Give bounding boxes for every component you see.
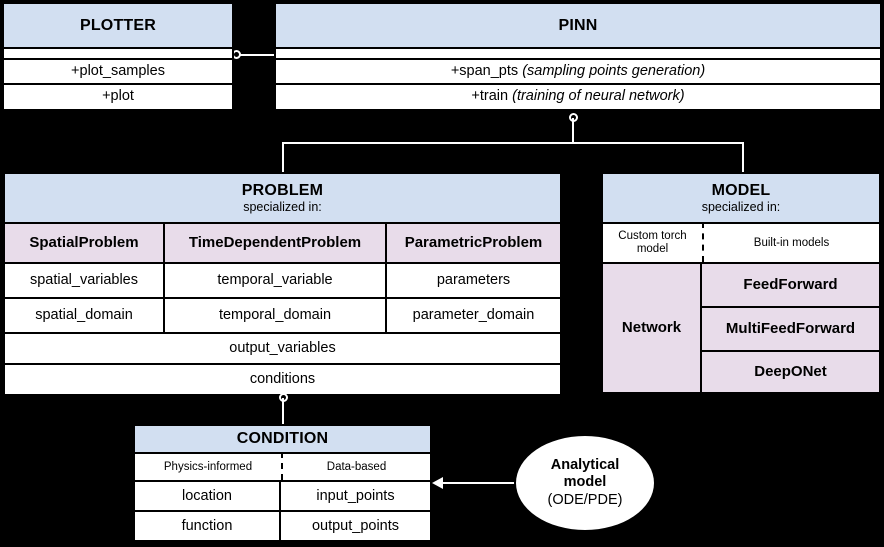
condition-title: CONDITION <box>236 430 329 448</box>
plotter-method-1[interactable]: +plot <box>4 83 232 108</box>
pinn-method-0-name: +span_pts <box>450 63 519 80</box>
plotter-spacer-row <box>4 47 232 58</box>
class-box-problem[interactable]: PROBLEM specialized in: SpatialProblem T… <box>3 172 562 394</box>
model-entry-feedforward[interactable]: FeedForward <box>702 262 879 306</box>
condition-category-physics: Physics-informed <box>135 452 281 480</box>
connector-bracket-to-model-vline <box>742 142 744 174</box>
connector-pinn-branch-vline <box>572 118 574 144</box>
model-category-builtin: Built-in models <box>702 222 879 262</box>
condition-row-0-location: location <box>135 480 281 510</box>
pinn-method-0[interactable]: +span_pts (sampling points generation) <box>276 58 880 83</box>
problem-subclass-spatial[interactable]: SpatialProblem <box>5 222 165 262</box>
problem-attr-1-1: temporal_domain <box>165 297 387 332</box>
analytical-model-ellipse[interactable]: Analytical model (ODE/PDE) <box>514 434 656 532</box>
problem-shared-output-variables: output_variables <box>5 332 560 363</box>
model-subtitle: specialized in: <box>701 199 781 214</box>
class-box-plotter[interactable]: PLOTTER +plot_samples +plot <box>2 2 234 111</box>
condition-category-data: Data-based <box>281 452 430 480</box>
plotter-title: PLOTTER <box>79 16 157 34</box>
connector-problem-condition-vline <box>282 398 284 425</box>
condition-row-1-output-points: output_points <box>281 510 430 540</box>
condition-row-1-function: function <box>135 510 281 540</box>
problem-title: PROBLEM <box>241 182 324 200</box>
model-builtin-list: FeedForward MultiFeedForward DeepONet <box>702 262 879 392</box>
condition-header: CONDITION <box>135 426 430 452</box>
problem-attr-0-2: parameters <box>387 262 560 297</box>
analytical-model-line1: Analytical <box>550 457 620 474</box>
pinn-title: PINN <box>558 16 598 34</box>
class-box-condition[interactable]: CONDITION Physics-informed Data-based lo… <box>133 424 432 542</box>
problem-attr-0-1: temporal_variable <box>165 262 387 297</box>
problem-shared-conditions: conditions <box>5 363 560 394</box>
plotter-method-0[interactable]: +plot_samples <box>4 58 232 83</box>
problem-subtitle: specialized in: <box>243 199 322 214</box>
plotter-header: PLOTTER <box>4 4 232 47</box>
class-box-model[interactable]: MODEL specialized in: Custom torch model… <box>601 172 881 394</box>
connector-plotter-pinn-line <box>234 54 276 56</box>
class-box-pinn[interactable]: PINN +span_pts (sampling points generati… <box>274 2 882 111</box>
analytical-model-line2: model <box>563 474 607 491</box>
problem-attr-1-2: parameter_domain <box>387 297 560 332</box>
pinn-header: PINN <box>276 4 880 47</box>
connector-bracket-to-problem-vline <box>282 142 284 174</box>
pinn-method-1[interactable]: +train (training of neural network) <box>276 83 880 108</box>
model-category-custom: Custom torch model <box>603 222 702 262</box>
connector-pinn-bracket-hline <box>282 142 744 144</box>
analytical-model-line3: (ODE/PDE) <box>547 491 623 508</box>
connector-analytical-condition-arrowhead <box>432 477 443 489</box>
pinn-spacer-row <box>276 47 880 58</box>
problem-subclass-timedependent[interactable]: TimeDependentProblem <box>165 222 387 262</box>
problem-attr-0-0: spatial_variables <box>5 262 165 297</box>
pinn-method-1-note: (training of neural network) <box>512 88 685 105</box>
connector-analytical-condition-line <box>443 482 520 484</box>
model-entry-network[interactable]: Network <box>603 262 702 392</box>
model-entry-multifeedforward[interactable]: MultiFeedForward <box>702 306 879 350</box>
problem-attr-1-0: spatial_domain <box>5 297 165 332</box>
pinn-method-0-note: (sampling points generation) <box>522 63 706 80</box>
problem-header: PROBLEM specialized in: <box>5 174 560 222</box>
problem-subclass-parametric[interactable]: ParametricProblem <box>387 222 560 262</box>
model-header: MODEL specialized in: <box>603 174 879 222</box>
model-title: MODEL <box>711 182 771 200</box>
pinn-method-1-name: +train <box>471 88 509 105</box>
condition-row-0-input-points: input_points <box>281 480 430 510</box>
model-entry-deeponet[interactable]: DeepONet <box>702 350 879 392</box>
